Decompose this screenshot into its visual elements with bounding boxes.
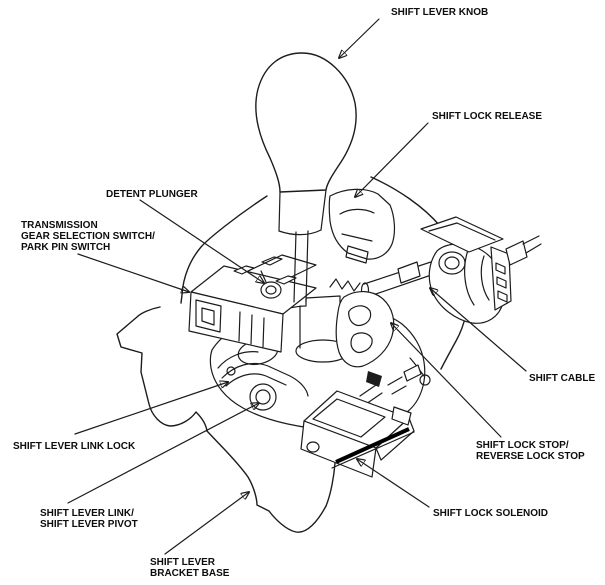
label-shift-lock-solenoid: SHIFT LOCK SOLENOID (433, 508, 548, 519)
leader-shift-lever-knob (339, 18, 380, 58)
leader-shift-lever-bracket-base (164, 492, 249, 555)
leader-shift-lever-link-pivot (67, 403, 259, 504)
label-shift-cable: SHIFT CABLE (529, 373, 596, 384)
label-shift-lever-link-lock: SHIFT LEVER LINK LOCK (13, 441, 136, 452)
shift-cable-bracket-art (420, 216, 542, 324)
label-shift-lock-stop: SHIFT LOCK STOP/ REVERSE LOCK STOP (476, 440, 585, 462)
leader-shift-lock-solenoid (357, 459, 430, 508)
shift-lever-pivot-bushing (249, 383, 277, 411)
leader-shift-lever-link-lock (74, 382, 228, 435)
label-shift-lever-bracket-base: SHIFT LEVER BRACKET BASE (150, 557, 230, 579)
leader-lines (67, 18, 527, 555)
leader-shift-lock-stop (391, 323, 502, 438)
shift-lock-stop-plate-art (335, 291, 422, 395)
label-detent-plunger: DETENT PLUNGER (106, 189, 198, 200)
leader-shift-cable (430, 288, 527, 372)
leader-shift-lock-release (355, 122, 429, 197)
transmission-switch-art (188, 265, 317, 353)
bracket-base-outline (206, 430, 336, 533)
label-shift-lever-link-pivot: SHIFT LEVER LINK/ SHIFT LEVER PIVOT (40, 508, 138, 530)
link-lock-pin (226, 366, 236, 376)
label-shift-lock-release: SHIFT LOCK RELEASE (432, 111, 543, 122)
leader-detent-plunger (139, 199, 264, 283)
shift-lock-release-art (328, 188, 396, 264)
label-transmission-gear-selection-switch: TRANSMISSION GEAR SELECTION SWITCH/ PARK… (21, 220, 155, 253)
detent-plunger-art (260, 270, 282, 299)
shift-lever-knob-art (255, 52, 357, 303)
shift-cable-art (360, 259, 441, 298)
leader-transmission-gear-selection-switch (77, 253, 189, 292)
label-shift-lever-knob: SHIFT LEVER KNOB (391, 7, 489, 18)
